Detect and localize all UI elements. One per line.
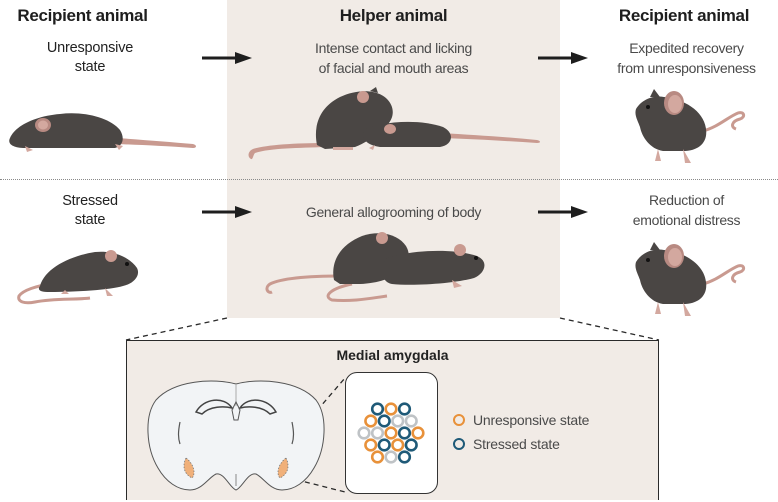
outcome-line: Expedited recovery	[629, 40, 744, 56]
neuron-unresponsive	[370, 450, 385, 464]
outcome-line: from unresponsiveness	[617, 60, 756, 76]
legend-item-unresponsive: Unresponsive state	[453, 408, 589, 432]
behavior-line: Intense contact and licking	[315, 40, 472, 56]
unresponsive-state-label: Unresponsive state	[20, 39, 160, 77]
neuron-stressed	[404, 438, 418, 452]
neuron-stressed	[397, 426, 412, 440]
legend-label: Unresponsive state	[473, 412, 590, 428]
neuron-unresponsive	[364, 414, 378, 428]
neuron-inactive	[391, 414, 405, 428]
row-separator	[0, 179, 778, 180]
outcome-line: emotional distress	[632, 212, 741, 228]
legend-circle-icon	[453, 438, 465, 450]
mouse-icon-stressed	[17, 250, 139, 305]
state-label-line: Unresponsive	[46, 40, 134, 56]
legend-item-stressed: Stressed state	[453, 432, 589, 456]
neuron-cluster-box	[345, 372, 438, 494]
mouse-icon-unresponsive-lying	[9, 113, 196, 152]
neuron-inactive	[370, 426, 385, 440]
legend-label: Stressed state	[473, 436, 560, 452]
brain-coronal-section-icon	[147, 380, 325, 491]
neuron-inactive	[357, 426, 371, 440]
state-label-line: state	[74, 212, 106, 228]
state-label-line: Stressed	[62, 193, 118, 209]
state-label-line: state	[74, 59, 106, 75]
arrow-right-icon	[202, 206, 252, 218]
center-column-heading: Helper animal	[339, 6, 448, 25]
outcome-unresponsive: Expedited recovery from unresponsiveness	[595, 38, 778, 78]
legend-circle-icon	[453, 414, 465, 426]
outcome-stressed: Reduction of emotional distress	[595, 190, 778, 230]
neuron-unresponsive	[384, 426, 398, 440]
mouse-icon-helper-licking	[248, 87, 540, 160]
behavior-line: General allogrooming of body	[305, 204, 482, 220]
mouse-icon-helper-grooming	[265, 232, 485, 302]
helper-behavior-unresponsive: Intense contact and licking of facial an…	[227, 38, 560, 78]
right-column-heading: Recipient animal	[618, 6, 750, 25]
arrow-right-icon	[202, 52, 252, 64]
left-column-heading: Recipient animal	[17, 6, 148, 25]
neuron-unresponsive	[411, 426, 425, 440]
neuron-inactive	[404, 414, 418, 428]
behavior-line: of facial and mouth areas	[318, 60, 469, 76]
arrow-right-icon	[538, 52, 588, 64]
mouse-icon-calmed	[635, 242, 746, 316]
amygdala-right	[277, 457, 289, 479]
arrow-right-icon	[538, 206, 588, 218]
outcome-line: Reduction of	[648, 192, 724, 208]
legend: Unresponsive state Stressed state	[453, 408, 589, 456]
neuron-unresponsive	[384, 402, 398, 416]
stressed-state-label: Stressed state	[20, 192, 160, 230]
neuron-stressed	[370, 402, 385, 416]
amygdala-left	[183, 457, 195, 479]
neuron-stressed	[397, 402, 412, 416]
neuron-cluster	[357, 402, 425, 464]
neuron-stressed	[377, 438, 391, 452]
zoom-line-right	[559, 317, 660, 341]
mouse-icon-recovered	[635, 89, 746, 163]
helper-behavior-stressed: General allogrooming of body	[227, 202, 560, 222]
neuron-stressed	[377, 414, 391, 428]
zoom-line-left	[125, 317, 228, 341]
neuron-stressed	[397, 450, 412, 464]
neuron-unresponsive	[364, 438, 378, 452]
panel-title: Medial amygdala	[336, 347, 449, 363]
neuron-unresponsive	[391, 438, 405, 452]
neuron-inactive	[384, 450, 398, 464]
